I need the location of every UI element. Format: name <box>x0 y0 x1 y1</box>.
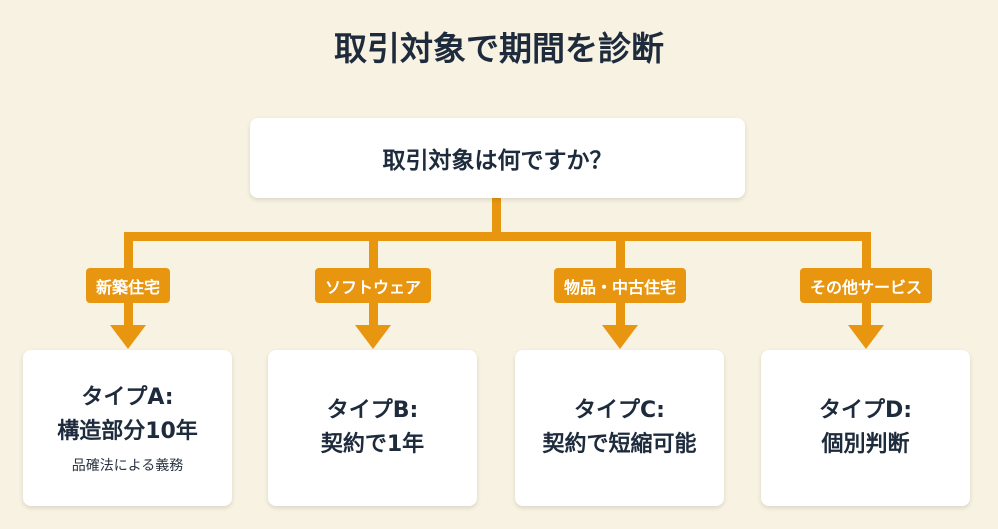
connector-horizontal <box>124 232 871 241</box>
result-type: タイプC: <box>574 398 665 423</box>
question-box: 取引対象は何ですか？ <box>250 118 745 198</box>
result-period: 契約で1年 <box>320 432 425 457</box>
result-box-goods-used-house: タイプC: 契約で短縮可能 <box>515 350 724 506</box>
question-text: 取引対象は何ですか？ <box>382 148 613 174</box>
branch-label-software: ソフトウェア <box>314 268 432 303</box>
page-title: 取引対象で期間を診断 <box>334 29 664 68</box>
result-box-new-house: タイプA: 構造部分10年品確法による義務 <box>23 350 232 506</box>
arrow-down-icon <box>848 325 884 349</box>
result-type: タイプB: <box>326 398 419 423</box>
branch-label-new-house: 新築住宅 <box>85 268 171 303</box>
result-box-other-service: タイプD: 個別判断 <box>761 350 970 506</box>
result-period: 個別判断 <box>821 432 910 457</box>
arrow-down-icon <box>602 325 638 349</box>
result-type: タイプD: <box>818 398 913 423</box>
result-note: 品確法による義務 <box>71 458 184 474</box>
result-period: 構造部分10年 <box>57 419 198 444</box>
arrow-down-icon <box>355 325 391 349</box>
branch-label-other-service: その他サービス <box>799 268 933 303</box>
result-box-software: タイプB: 契約で1年 <box>268 350 477 506</box>
arrow-down-icon <box>110 325 146 349</box>
connector-root-stem <box>492 198 501 238</box>
result-period: 契約で短縮可能 <box>542 432 697 457</box>
branch-label-goods-used-house: 物品・中古住宅 <box>553 268 687 303</box>
result-type: タイプA: <box>81 385 174 410</box>
